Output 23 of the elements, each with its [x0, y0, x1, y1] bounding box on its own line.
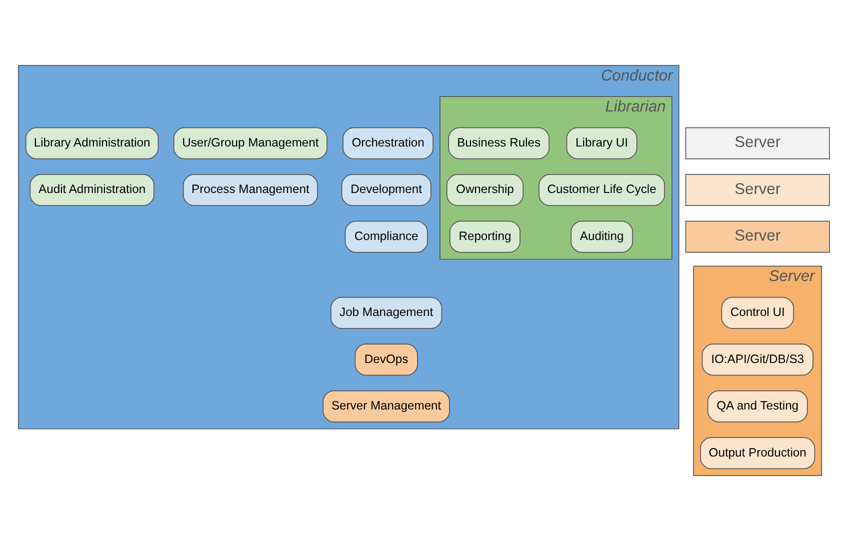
node-box: Process Management [182, 174, 318, 206]
node-box: Server [685, 220, 830, 252]
node-box: Audit Administration [30, 174, 154, 206]
node-box: Library UI [566, 126, 638, 159]
node-box: Development [341, 174, 432, 206]
node-box: Customer Life Cycle [538, 174, 665, 206]
node-box: Orchestration [342, 126, 434, 159]
node-box: IO:API/Git/DB/S3 [702, 343, 814, 376]
node-box: Ownership [446, 174, 524, 206]
node-box: Auditing [570, 220, 633, 252]
node-box: Reporting [450, 220, 520, 252]
node-box: Output Production [700, 436, 816, 469]
node-box: User/Group Management [173, 126, 328, 159]
node-box: Control UI [721, 296, 794, 328]
node-box: Server [685, 126, 830, 159]
node-box: Business Rules [448, 126, 550, 159]
node-box: Server [685, 174, 830, 206]
node-box: Server Management [322, 390, 450, 422]
node-box: DevOps [354, 343, 418, 376]
node-box: Job Management [330, 296, 442, 328]
node-box: Library Administration [25, 126, 159, 159]
node-box: Compliance [344, 220, 428, 252]
node-box: QA and Testing [707, 390, 808, 422]
